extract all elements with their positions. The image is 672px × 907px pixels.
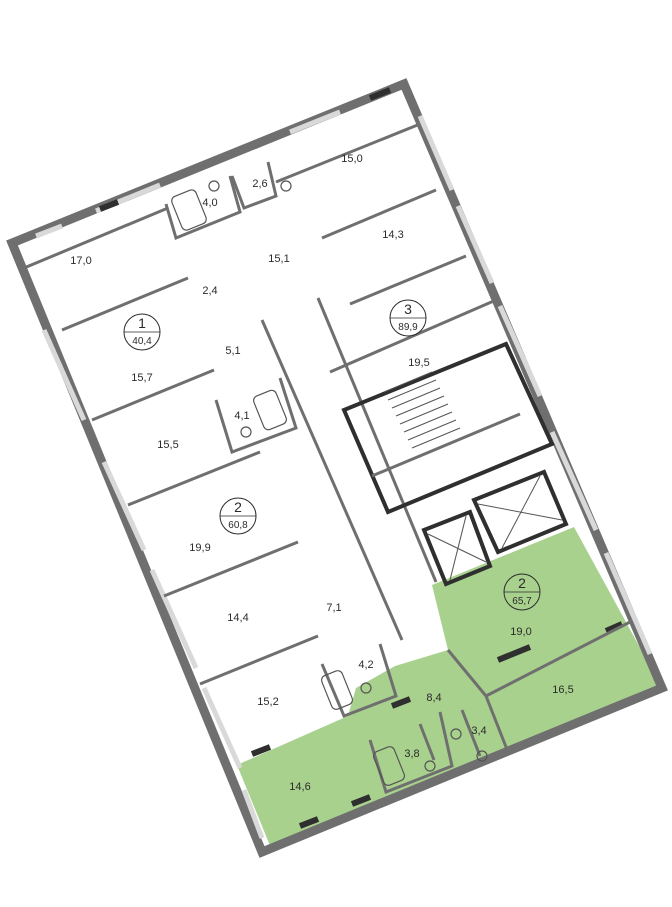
fixtures [171,180,488,786]
unit-number: 3 [404,301,412,317]
unit-marker-2-highlighted[interactable]: 2 65,7 [503,573,541,611]
room-area-label: 3,8 [404,748,419,760]
room-area-label: 15,0 [341,153,362,165]
unit-number: 2 [234,499,242,515]
unit-area: 40,4 [132,336,152,347]
room-area-label: 19,5 [408,357,429,369]
bathtub-icon [253,389,287,431]
window-bands [35,109,653,839]
room-area-label: 15,7 [131,372,152,384]
elevator-shaft-1 [421,509,493,587]
toilet-icon [240,426,252,438]
bathtub-icon [171,189,207,231]
unit-marker-1[interactable]: 1 40,4 [123,313,161,351]
bathtub-icon [320,670,354,710]
unit-marker-2-left[interactable]: 2 60,8 [219,497,257,535]
room-area-label: 14,4 [227,612,248,624]
room-area-label: 14,6 [289,781,310,793]
highlighted-apartment[interactable] [237,527,662,848]
toilet-icon [360,682,372,694]
room-area-label: 17,0 [70,255,91,267]
elevator-crosses [427,475,563,581]
interior-walls [23,122,631,794]
elevator-shaft-2 [471,469,569,555]
room-area-label: 7,1 [326,602,341,614]
unit-number: 2 [518,575,526,591]
room-area-label: 2,6 [252,178,267,190]
toilet-icon [476,750,488,762]
unit-marker-3[interactable]: 3 89,9 [389,299,427,337]
unit-area: 89,9 [398,322,418,333]
room-area-label: 15,2 [257,696,278,708]
highlighted-apartment-area [237,527,662,848]
toilet-icon [424,760,436,772]
room-area-label: 14,3 [382,229,403,241]
unit-number: 1 [138,315,146,331]
wall-accents [98,87,624,829]
room-area-label: 2,4 [202,285,217,297]
room-area-label: 19,9 [189,542,210,554]
unit-area: 60,8 [228,520,248,531]
room-area-label: 15,5 [157,439,178,451]
room-area-label: 5,1 [225,345,240,357]
room-area-label: 8,4 [426,692,441,704]
stair-core [341,341,555,515]
unit-area: 65,7 [512,596,532,607]
room-labels: 17,0 4,0 2,6 15,0 15,1 14,3 2,4 5,1 15,7… [70,153,573,793]
building-outline [6,78,668,858]
room-area-label: 4,2 [358,659,373,671]
room-area-label: 4,1 [234,410,249,422]
outer-wall [6,78,668,858]
toilet-icon [450,728,462,740]
room-area-label: 19,0 [510,626,531,638]
bathtub-icon [372,746,406,786]
room-area-label: 16,5 [552,684,573,696]
toilet-icon [280,180,292,192]
room-area-label: 3,4 [471,725,486,737]
toilet-icon [208,180,220,192]
room-area-label: 4,0 [202,197,217,209]
room-area-label: 15,1 [268,253,289,265]
stair-treads [383,371,461,449]
